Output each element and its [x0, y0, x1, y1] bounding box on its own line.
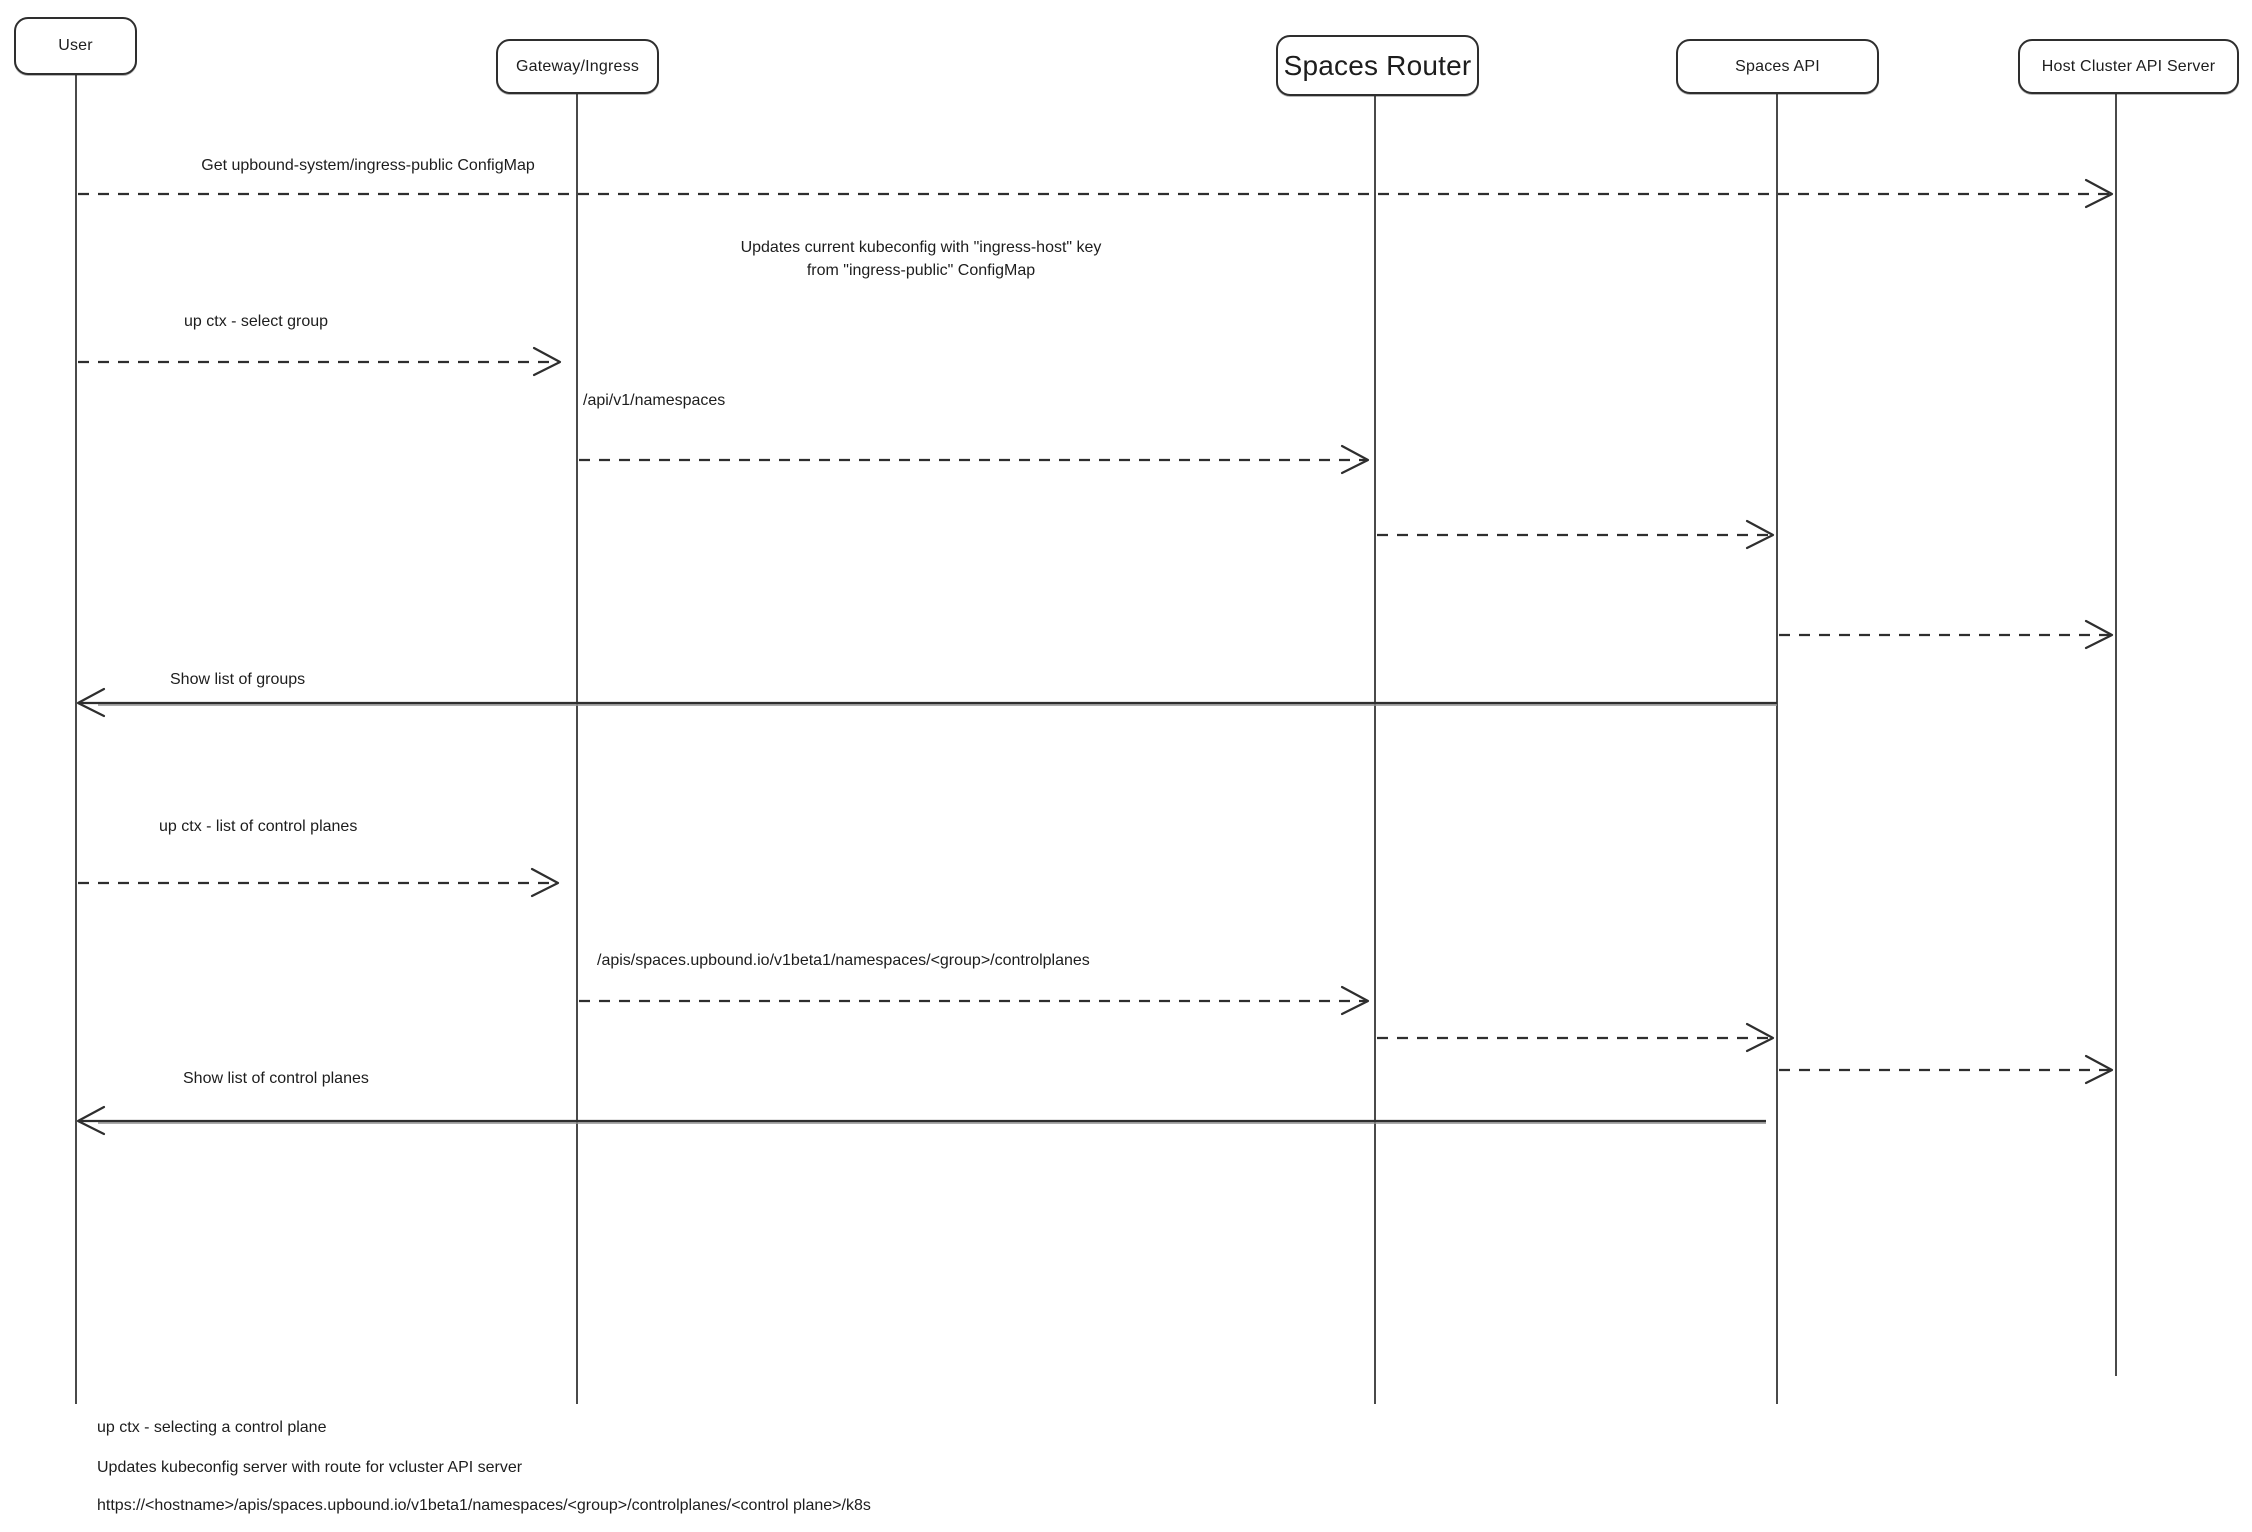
arrowhead-icon — [1745, 1022, 1775, 1053]
actor-spaces-api-label: Spaces API — [1735, 57, 1820, 75]
message-arrow-2 — [78, 346, 562, 377]
actor-user: User — [14, 17, 137, 75]
note-line-1: Updates current kubeconfig with "ingress… — [740, 239, 1102, 256]
note-line-2: from "ingress-public" ConfigMap — [806, 262, 1036, 279]
message-label-2: up ctx - select group — [184, 313, 329, 330]
arrowhead-icon — [2084, 178, 2114, 209]
message-arrow-9 — [1377, 1022, 1775, 1053]
message-arrow-7 — [78, 867, 560, 898]
message-arrow-4 — [1377, 519, 1775, 550]
kubeconfig-update-note: Updates current kubeconfig with "ingress… — [741, 236, 1102, 282]
message-arrow-3 — [579, 444, 1370, 475]
actor-spaces-router-label: Spaces Router — [1283, 49, 1472, 81]
actor-spaces-api: Spaces API — [1676, 39, 1879, 94]
message-arrow-8 — [579, 985, 1370, 1016]
arrowhead-icon — [1745, 519, 1775, 550]
message-arrow-1 — [78, 178, 2114, 209]
message-arrow-10 — [1779, 1054, 2114, 1085]
message-label-7: up ctx - list of control planes — [159, 818, 358, 835]
message-arrow-11 — [76, 1105, 1766, 1136]
footnote-updates-kubeconfig: Updates kubeconfig server with route for… — [97, 1459, 523, 1476]
arrowhead-icon — [2084, 1054, 2114, 1085]
message-arrow-6 — [76, 687, 1777, 718]
message-label-8: /apis/spaces.upbound.io/v1beta1/namespac… — [597, 952, 1090, 969]
actor-gateway-ingress-label: Gateway/Ingress — [515, 57, 640, 75]
message-label-11: Show list of control planes — [183, 1070, 369, 1087]
footnote-selecting-control-plane: up ctx - selecting a control plane — [97, 1419, 327, 1436]
arrowhead-icon — [532, 346, 562, 377]
footnote-vcluster-url: https://<hostname>/apis/spaces.upbound.i… — [97, 1497, 871, 1514]
arrowhead-icon — [76, 687, 106, 718]
arrowhead-icon — [2084, 619, 2114, 650]
message-label-3: /api/v1/namespaces — [583, 392, 726, 409]
actor-host-cluster-api-server: Host Cluster API Server — [2018, 39, 2239, 94]
arrowhead-icon — [1340, 985, 1370, 1016]
actor-spaces-router: Spaces Router — [1276, 35, 1479, 96]
actor-gateway-ingress: Gateway/Ingress — [496, 39, 659, 94]
message-label-6: Show list of groups — [170, 671, 306, 688]
arrowhead-icon — [530, 867, 560, 898]
actor-user-label: User — [58, 37, 93, 54]
arrowhead-icon — [1340, 444, 1370, 475]
message-label-1: Get upbound-system/ingress-public Config… — [201, 157, 535, 174]
arrowhead-icon — [76, 1105, 106, 1136]
actor-host-cluster-api-server-label: Host Cluster API Server — [2041, 57, 2216, 75]
message-arrow-5 — [1779, 619, 2114, 650]
